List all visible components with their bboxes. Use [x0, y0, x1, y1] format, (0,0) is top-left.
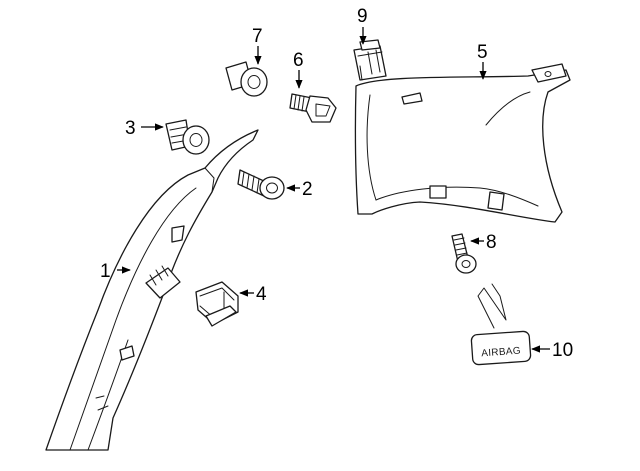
callout-10: 10	[552, 340, 573, 361]
callout-9: 9	[357, 6, 368, 27]
callout-5: 5	[477, 42, 488, 63]
callout-numbers: 1 2 3 4 5 6 7 8 9 10	[100, 6, 573, 361]
callout-6: 6	[293, 50, 304, 71]
airbag-tag-label: AIRBAG	[481, 346, 521, 360]
retaining-clip-4	[195, 281, 239, 327]
callout-3: 3	[125, 118, 136, 139]
push-retainer-3	[165, 119, 210, 155]
screw-8	[451, 233, 477, 274]
fastener-7	[225, 61, 268, 97]
airbag-tag-10: AIRBAG	[470, 283, 532, 366]
callout-2: 2	[302, 179, 313, 200]
callout-8: 8	[486, 232, 497, 253]
callout-7: 7	[252, 26, 263, 47]
callout-leaders	[117, 27, 550, 353]
bolt-6	[289, 93, 337, 123]
callout-1: 1	[100, 261, 111, 282]
quarter-trim-panel	[354, 63, 571, 223]
bracket-clip-9	[353, 39, 387, 81]
callout-4: 4	[256, 284, 267, 305]
pillar-trim-panel	[45, 129, 259, 451]
retainer-screw-2	[237, 169, 285, 200]
